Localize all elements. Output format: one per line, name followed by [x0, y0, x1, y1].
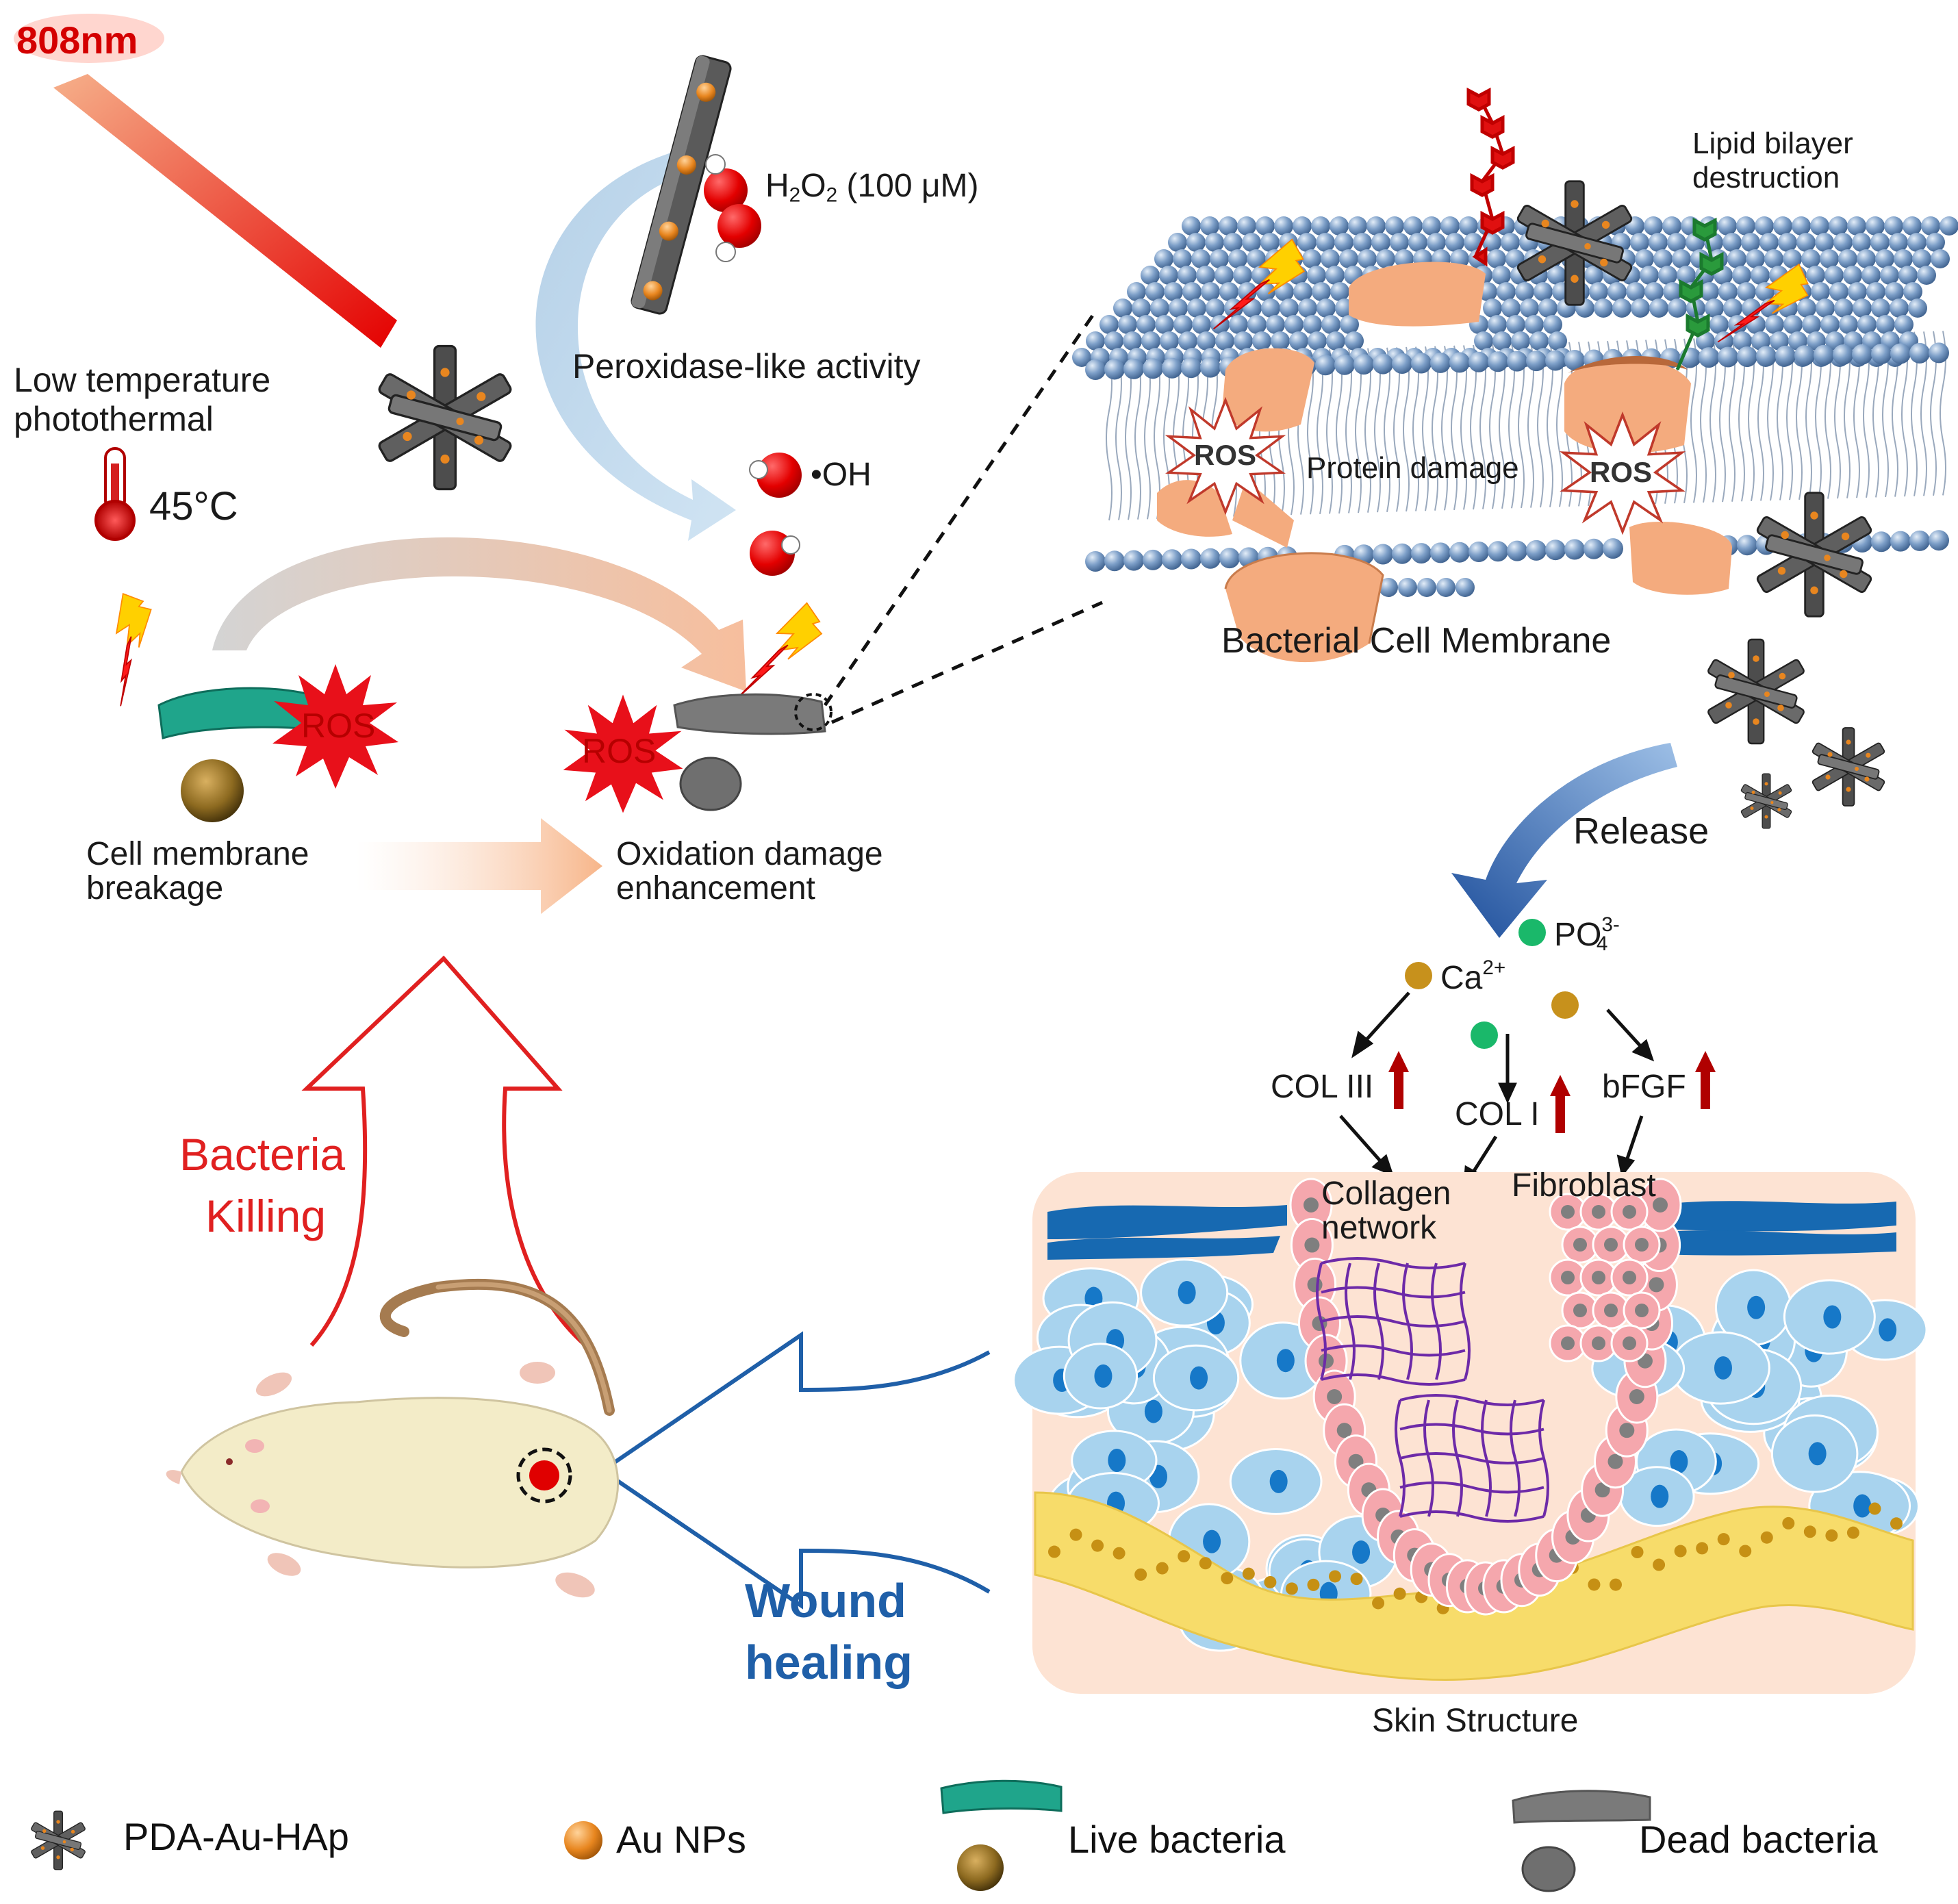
laser-wavelength-label: 808nm: [16, 18, 138, 62]
dead-bacterium-rod: [673, 693, 826, 735]
legend-live-bacteria-label: Live bacteria: [1068, 1818, 1286, 1861]
membrane-proteins: [1157, 262, 1732, 663]
laser-bolt-icon-left: [84, 585, 179, 707]
col1-label: COL I: [1455, 1096, 1540, 1132]
zoom-line-lower: [830, 600, 1104, 724]
transfer-arc-arrow: [212, 537, 746, 691]
peroxidase-arc-arrow: [535, 151, 736, 541]
ros-label-left: ROS: [301, 707, 376, 745]
fibroblast-label: Fibroblast: [1512, 1167, 1656, 1204]
protein-damage-label: Protein damage: [1306, 451, 1519, 485]
skin-title: Skin Structure: [1372, 1703, 1579, 1739]
pda-au-hap-cluster-release-c: [1740, 773, 1793, 829]
live-bacterium-coccus: [181, 759, 244, 822]
col3-label: COL III: [1271, 1069, 1374, 1105]
release-label: Release: [1573, 811, 1709, 852]
legend-pda-au-hap-label: PDA-Au-HAp: [123, 1815, 349, 1858]
laser-beam: [53, 74, 397, 348]
ca-label: Ca2+: [1440, 956, 1506, 996]
photothermal-line1: Low temperature: [14, 361, 271, 399]
h2o2-label: H2O2 (100 μM): [765, 168, 979, 207]
membrane-breakage-line2: breakage: [86, 870, 224, 906]
po4-label: PO3-4: [1554, 913, 1620, 956]
legend-pda-au-hap-icon: [30, 1810, 86, 1870]
wound-healing-arrow: [598, 1331, 991, 1610]
collagen-line1: Collagen: [1321, 1176, 1451, 1212]
au-hap-rod: [631, 55, 732, 315]
po4-ion-icon-2: [1471, 1021, 1498, 1049]
lipid-destruction-line2: destruction: [1692, 161, 1840, 194]
bacteria-killing-line2: Killing: [205, 1191, 327, 1241]
pda-au-hap-cluster-release-a: [1706, 638, 1806, 745]
hydroxyl-radical-label: •OH: [811, 457, 872, 493]
live-bacterium-rod: [157, 687, 313, 739]
lipid-chain-green-icon: [1675, 217, 1724, 370]
peroxidase-activity-label: Peroxidase-like activity: [572, 347, 921, 385]
dead-bacterium-coccus: [679, 757, 742, 811]
zoom-circle: [794, 693, 832, 731]
photothermal-line2: photothermal: [14, 400, 214, 438]
thermometer-icon: [94, 447, 136, 541]
bfgf-label: bFGF: [1602, 1069, 1686, 1105]
membrane-breakage-line1: Cell membrane: [86, 836, 309, 872]
membrane-title: Bacterial Cell Membrane: [1221, 621, 1612, 661]
lipid-chain-red-icon: [1466, 87, 1515, 267]
laser-label-glow: [14, 14, 164, 63]
temperature-label: 45°C: [149, 484, 238, 529]
ca-ion-icon: [1405, 962, 1432, 989]
ros-label-right: ROS: [582, 732, 657, 770]
collagen-line2: network: [1321, 1210, 1437, 1246]
wound-healing-line1: Wound: [745, 1574, 906, 1627]
ca-ion-icon-2: [1551, 991, 1579, 1019]
oxidation-line2: enhancement: [616, 870, 815, 906]
zoom-line-upper: [823, 310, 1097, 707]
h2o2-molecule-icon: [704, 154, 761, 262]
bacteria-killing-arrow: [301, 955, 587, 1347]
upregulation-arrows: [1388, 1051, 1716, 1133]
legend-dead-rod-icon: [1512, 1790, 1651, 1824]
legend-au-np-icon: [564, 1821, 602, 1859]
pda-au-hap-cluster-main: [377, 344, 513, 491]
oxidation-line1: Oxidation damage: [616, 836, 883, 872]
wound-healing-line2: healing: [745, 1636, 913, 1689]
pda-au-hap-cluster-lower: [1755, 492, 1874, 618]
pda-au-hap-cluster-release-b: [1811, 727, 1886, 807]
legend-dead-coccus-icon: [1521, 1846, 1576, 1892]
ros-membrane-label-b: ROS: [1590, 456, 1653, 488]
legend-dead-bacteria-label: Dead bacteria: [1639, 1818, 1878, 1861]
rat-illustration: [166, 1278, 620, 1598]
po4-ion-icon: [1518, 919, 1546, 946]
legend-live-rod-icon: [940, 1779, 1063, 1814]
ros-membrane-label-a: ROS: [1194, 439, 1257, 471]
process-right-arrow: [356, 818, 602, 914]
hydroxyl-radical-icon: [749, 453, 802, 576]
bacteria-killing-line1: Bacteria: [179, 1129, 346, 1180]
legend-au-nps-label: Au NPs: [616, 1818, 746, 1861]
lipid-destruction-line1: Lipid bilayer: [1692, 127, 1853, 160]
skin-structure-panel: [1013, 1172, 1928, 1694]
legend-live-coccus-icon: [957, 1844, 1004, 1891]
release-arrow: [1451, 743, 1677, 938]
